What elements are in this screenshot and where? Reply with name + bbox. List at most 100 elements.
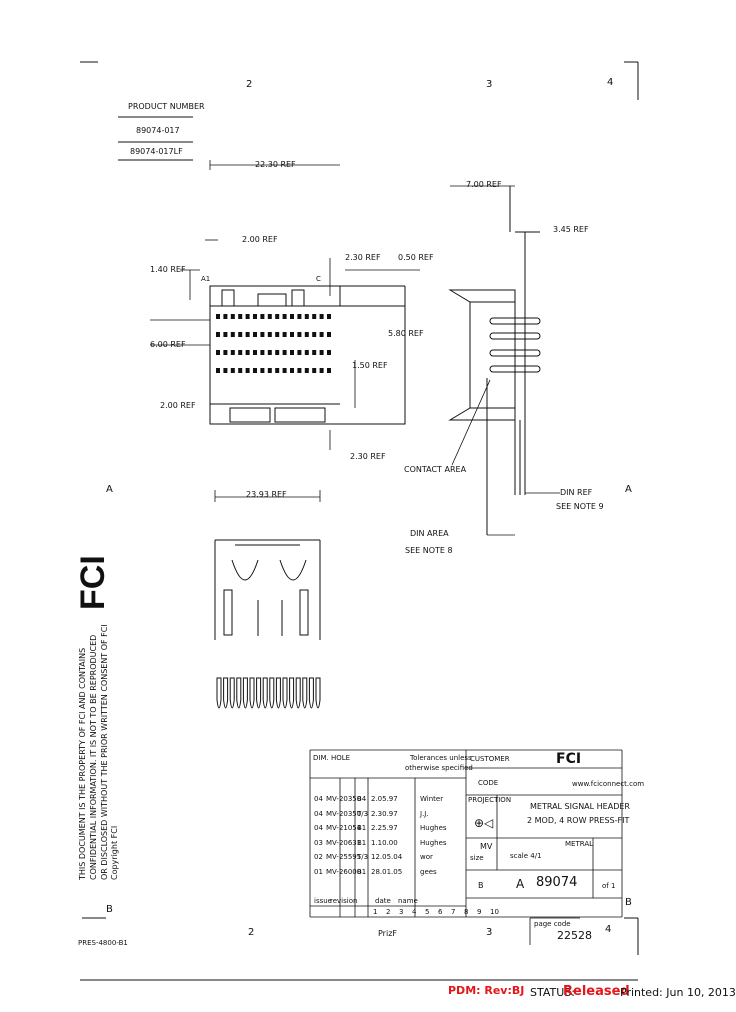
fci-logo: FCI (72, 540, 116, 620)
revision-cell: T/3 (357, 809, 369, 818)
legal-line: THIS DOCUMENT IS THE PROPERTY OF FCI AND… (78, 647, 87, 880)
revision-cell: wor (420, 853, 433, 861)
revision-cell: Hughes (420, 824, 447, 832)
contact-pin (275, 332, 280, 337)
press-fit-tail (269, 677, 275, 709)
press-fit-tail (249, 677, 255, 709)
press-fit-tail (242, 677, 248, 709)
press-fit-tail (308, 677, 314, 709)
dimension-label: 7.00 REF (466, 180, 502, 189)
product-number: 89074-017 (136, 126, 180, 135)
press-fit-tail (229, 677, 235, 709)
contact-pin (297, 368, 302, 373)
legal-line: Copyright FCI (110, 825, 120, 880)
revision-cell: 1.10.00 (371, 838, 398, 847)
tb-code: CODE (478, 779, 499, 787)
contact-pin (297, 314, 302, 319)
tb-revision: A (516, 877, 525, 891)
tb-fci-logo: FCI (556, 751, 582, 767)
contact-pin (290, 332, 294, 337)
contact-pin (319, 350, 324, 355)
contact-pin (260, 314, 265, 319)
press-fit-tail (282, 677, 288, 709)
product-table-header: PRODUCT NUMBER (128, 102, 205, 111)
contact-pin (275, 314, 280, 319)
tb-tolerance: otherwise specified (405, 764, 473, 772)
contact-pin (290, 314, 294, 319)
contact-pin (282, 368, 287, 373)
legal-line: OR DISCLOSED WITHOUT THE PRIOR WRITTEN C… (99, 624, 109, 880)
contact-pin (267, 314, 272, 319)
revision-cell: 03 (314, 838, 323, 847)
dimension-label: 2.00 REF (242, 235, 278, 244)
press-fit-tail (216, 677, 222, 709)
revision-cell: 28.01.05 (371, 867, 403, 876)
legal-line: CONFIDENTIAL INFORMATION. IT IS NOT TO B… (88, 634, 98, 880)
contact-pin (319, 332, 324, 337)
contact-pin (327, 332, 331, 337)
tb-projection: PROJECTION (468, 796, 512, 804)
legal-text: THIS DOCUMENT IS THE PROPERTY OF FCI AND… (78, 624, 121, 880)
revision-cell: 02 (314, 853, 323, 861)
press-fit-tail (302, 677, 308, 709)
product-number: 89074-017LF (130, 147, 183, 156)
contact-pin (223, 350, 228, 355)
contact-pin (290, 350, 294, 355)
contact-pin (253, 332, 257, 337)
sheet-number-cell: 3 (399, 908, 404, 916)
grid-label-left: B (106, 904, 113, 915)
sheet-number-cell: 2 (386, 908, 391, 916)
dimension-label: 22.30 REF (255, 160, 296, 169)
sheet-number-cell: 5 (425, 908, 430, 916)
contact-pin (260, 332, 265, 337)
contact-pin (238, 314, 243, 319)
contact-pin (282, 332, 287, 337)
contact-pin (216, 350, 220, 355)
grid-label-bottom: 2 (248, 927, 255, 938)
press-fit-tail (262, 677, 268, 709)
tb-doc-label: page code (534, 920, 571, 928)
revision-cell: MV-20631 (326, 838, 362, 847)
tb-part-number: 89074 (536, 875, 578, 890)
sheet-number-cell: 7 (451, 908, 456, 916)
contact-pin (238, 350, 243, 355)
revision-cell: J.J. (420, 809, 429, 818)
revision-cell: 04 (314, 809, 323, 818)
contact-pin (290, 368, 294, 373)
contact-pin (312, 314, 317, 319)
grid-label-top: 2 (246, 79, 253, 90)
footer-pdm: PDM: Rev:BJ (448, 984, 525, 997)
contact-pin (267, 368, 272, 373)
revision-col-head: name (398, 897, 418, 905)
contact-pin (260, 350, 265, 355)
contact-pin (238, 332, 243, 337)
revision-cell: 04 (314, 795, 323, 803)
sheet-number-cell: 1 (373, 908, 378, 916)
contact-pin (304, 332, 309, 337)
contact-pin (327, 368, 331, 373)
tb-family: METRAL (565, 840, 594, 848)
contact-pin (223, 368, 228, 373)
tb-title: 2 MOD, 4 ROW PRESS-FIT (527, 816, 630, 825)
grid-label-right: B (625, 897, 632, 908)
contact-pin (275, 350, 280, 355)
contact-pin (245, 314, 250, 319)
dimension-label: 1.50 REF (352, 361, 388, 370)
contact-pin (245, 332, 250, 337)
contact-pin (304, 350, 309, 355)
contact-pin (230, 314, 235, 319)
pin-label: C (316, 275, 321, 283)
connector-bottom-view (214, 539, 321, 640)
dimension-label: 6.00 REF (150, 340, 186, 349)
revision-cell: 2.05.97 (371, 795, 398, 803)
revision-cell: MV-20350 (326, 795, 362, 803)
tb-sheet: of 1 (602, 882, 616, 890)
press-fit-tail (315, 677, 321, 709)
revision-cell: 2.25.97 (371, 824, 398, 832)
contact-pin (216, 368, 220, 373)
pin-tails (216, 677, 321, 709)
contact-pin (282, 350, 287, 355)
grid-label-bottom: 4 (605, 924, 612, 935)
contact-pin (282, 314, 287, 319)
title-block-lines (309, 749, 623, 945)
